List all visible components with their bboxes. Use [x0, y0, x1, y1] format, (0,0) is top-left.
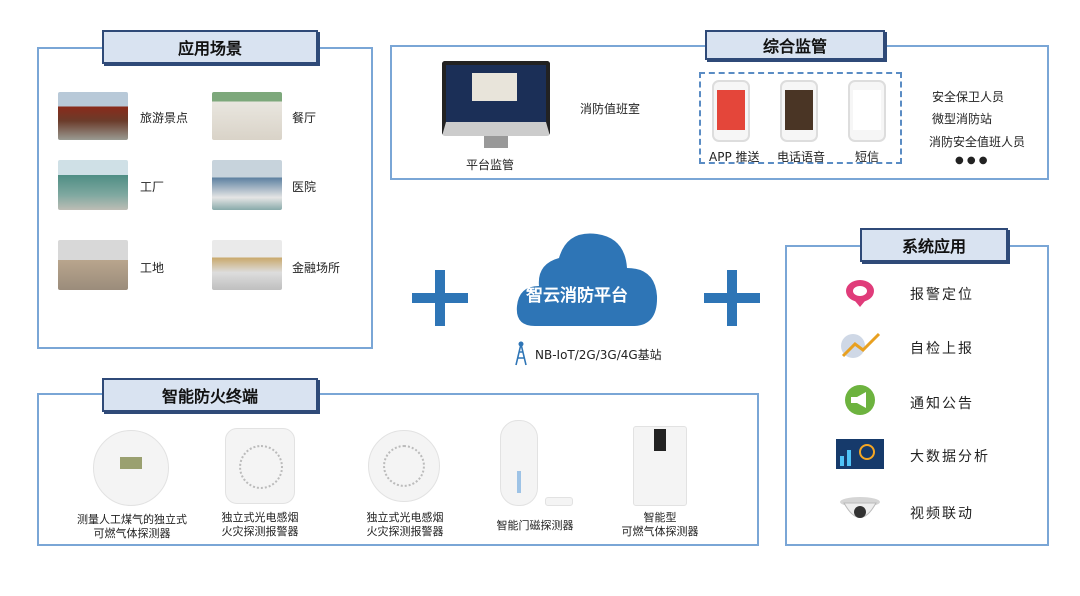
- self-check-report-icon: [841, 332, 881, 358]
- scene-label: 金融场所: [292, 261, 341, 275]
- speaker-grille: [383, 445, 425, 487]
- recipient-label: 安全保卫人员: [932, 90, 1005, 104]
- terminal-label-line: 火灾探测报警器: [366, 525, 444, 538]
- channels-group: [699, 72, 902, 164]
- system-item-video: 视频联动: [910, 506, 974, 522]
- scene-label: 医院: [292, 180, 317, 194]
- scene-image-construction: [58, 240, 128, 290]
- monitor-screen-image: [442, 61, 550, 136]
- scene-label: 工地: [140, 261, 165, 275]
- indicator-light: [517, 471, 521, 493]
- monitor-title: 综合监管: [705, 30, 885, 60]
- scene-image-restaurant: [212, 92, 282, 140]
- terminal-label: 独立式光电感烟火灾探测报警器: [200, 511, 320, 539]
- door-sensor-image: [500, 420, 538, 506]
- smart-gas-detector-image: [633, 426, 687, 506]
- terminal-label: 智能型可燃气体探测器: [605, 511, 715, 539]
- scenes-title: 应用场景: [102, 30, 318, 64]
- display-panel: [654, 429, 666, 451]
- monitor-stand: [484, 136, 508, 148]
- system-item-big-data: 大数据分析: [910, 449, 990, 465]
- scene-image-tourism: [58, 92, 128, 140]
- phone-screen: [717, 90, 745, 130]
- gas-detector-image: [93, 430, 169, 506]
- scene-image-finance: [212, 240, 282, 290]
- terminal-label-line: 独立式光电感烟: [221, 511, 299, 524]
- platform-label: 平台监管: [466, 158, 515, 172]
- more-dots: ● ● ●: [955, 155, 988, 166]
- lcd-display: [120, 457, 142, 469]
- terminal-label-line: 可燃气体探测器: [93, 527, 171, 540]
- scene-label: 餐厅: [292, 111, 317, 125]
- speaker-grille: [239, 445, 283, 489]
- phone-sms: [848, 80, 886, 142]
- terminal-label: 智能门磁探测器: [480, 517, 590, 533]
- scene-image-factory: [58, 160, 128, 210]
- phone-screen: [853, 90, 881, 130]
- monitor-map-panel: [472, 73, 517, 101]
- smoke-detector-square-image: [225, 428, 295, 504]
- recipient-label: 微型消防站: [932, 112, 993, 126]
- system-title: 系统应用: [860, 228, 1008, 262]
- terminal-label-line: 独立式光电感烟: [366, 511, 444, 524]
- terminal-label-line: 火灾探测报警器: [221, 525, 299, 538]
- terminal-label: 测量人工煤气的独立式可燃气体探测器: [62, 513, 202, 541]
- terminal-label-line: 智能门磁探测器: [496, 519, 574, 532]
- scene-image-hospital: [212, 160, 282, 210]
- system-item-self-check: 自检上报: [910, 341, 974, 357]
- location-pin-icon: [846, 280, 874, 307]
- terminals-title: 智能防火终端: [102, 378, 318, 412]
- plus-icon: [412, 270, 468, 326]
- phone-voice-call: [780, 80, 818, 142]
- smoke-detector-round-image: [368, 430, 440, 502]
- plus-icon: [704, 270, 760, 326]
- network-label: NB-IoT/2G/3G/4G基站: [535, 348, 662, 362]
- antenna-icon: [515, 341, 527, 366]
- terminal-label: 独立式光电感烟火灾探测报警器: [345, 511, 465, 539]
- phone-app-push: [712, 80, 750, 142]
- scene-label: 旅游景点: [140, 111, 189, 125]
- terminal-label-line: 可燃气体探测器: [621, 525, 699, 538]
- system-item-alarm-location: 报警定位: [910, 287, 974, 303]
- channel-label: 短信: [855, 150, 880, 164]
- video-camera-icon: [840, 497, 880, 518]
- channel-label: APP 推送: [709, 150, 760, 164]
- system-item-notice: 通知公告: [910, 396, 974, 412]
- phone-screen: [785, 90, 813, 130]
- scene-label: 工厂: [140, 180, 165, 194]
- big-data-icon: [836, 439, 884, 469]
- cloud-label: 智云消防平台: [526, 286, 628, 306]
- channel-label: 电话语音: [777, 150, 826, 164]
- duty-room-label: 消防值班室: [580, 102, 641, 116]
- system-panel: [785, 245, 1049, 546]
- cloud-icon: [516, 233, 658, 326]
- terminal-label-line: 智能型: [643, 511, 677, 524]
- door-magnet-image: [545, 497, 573, 506]
- terminal-label-line: 测量人工煤气的独立式: [77, 513, 187, 526]
- recipient-label: 消防安全值班人员: [929, 135, 1026, 149]
- announcement-icon: [845, 385, 875, 415]
